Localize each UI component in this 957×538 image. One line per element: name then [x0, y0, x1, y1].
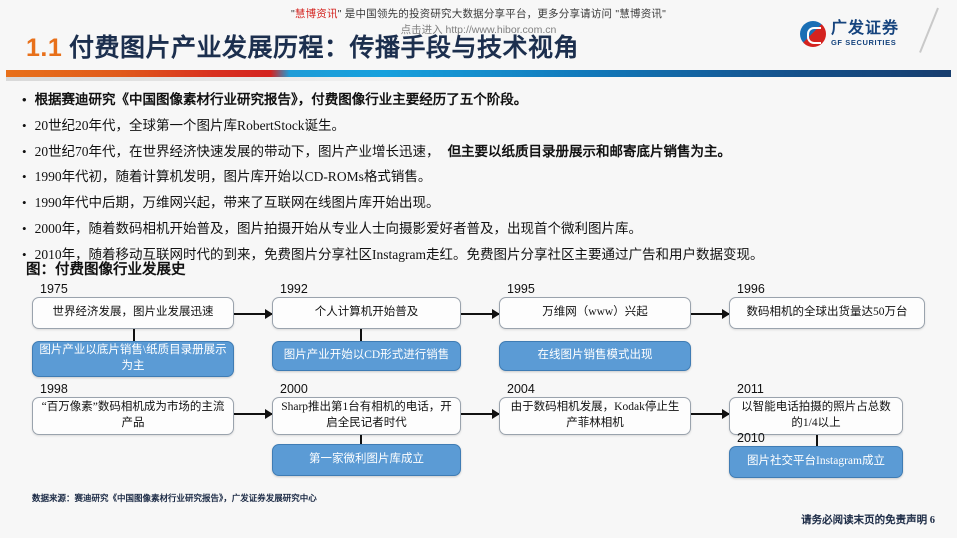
- connector-1975-down: [133, 325, 135, 341]
- gf-logo-mark-icon: [799, 21, 826, 47]
- bullet-text: 20世纪70年代，在世界经济快速发展的带动下，图片产业增长迅速，: [34, 143, 440, 159]
- bullet-item: • 2000年，随着数码相机开始普及，图片拍摄开始从专业人士向摄影爱好者普及，出现…: [22, 219, 947, 239]
- bullet-text: 20世纪20年代，全球第一个图片库RobertStock诞生。: [34, 117, 346, 133]
- timeline-node: 万维网（www）兴起: [499, 297, 691, 329]
- timeline-node: Sharp推出第1台有相机的电话，开启全民记者时代: [272, 397, 461, 435]
- bullet-dot-icon: •: [22, 169, 27, 185]
- page-title-number: 1.1: [26, 34, 63, 62]
- bullet-item: • 20世纪70年代，在世界经济快速发展的带动下，图片产业增长迅速， 但主要以纸质目…: [22, 142, 947, 162]
- arrow-1998-to-2000: [234, 409, 273, 419]
- bullet-text: 根据赛迪研究《中国图像素材行业研究报告》，付费图像行业主要经历了五个阶段。: [34, 92, 528, 107]
- arrow-1975-to-1992: [234, 309, 273, 319]
- bullet-item: • 2010年，随着移动互联网时代的到来，免费图片分享社区Instagram走红。…: [22, 245, 947, 265]
- timeline-node: 数码相机的全球出货量达50万台: [729, 297, 925, 329]
- watermark-tail: " 是中国领先的投资研究大数据分享平台，更多分享请访问 "慧博资讯": [337, 8, 667, 20]
- bullet-dot-icon: •: [22, 220, 27, 236]
- bullet-text: 2010年，随着移动互联网时代的到来，免费图片分享社区Instagram走红。免…: [34, 246, 764, 262]
- timeline-node: “百万像素”数码相机成为市场的主流产品: [32, 397, 234, 435]
- timeline-node: 世界经济发展，图片业发展迅速: [32, 297, 234, 329]
- bullet-text-emphasis: 但主要以纸质目录册展示和邮寄底片销售为主。: [447, 143, 732, 159]
- page-title-text: 付费图片产业发展历程：传播手段与技术视角: [69, 35, 580, 62]
- watermark-quote-open: ": [290, 8, 295, 20]
- timeline-node: 图片产业以底片销售\纸质目录册展示为主: [32, 341, 234, 377]
- bullet-dot-icon: •: [22, 246, 27, 262]
- page-title: 1.1 付费图片产业发展历程：传播手段与技术视角: [26, 28, 579, 64]
- watermark-line-1: "慧博资讯" 是中国领先的投资研究大数据分享平台，更多分享请访问 "慧博资讯": [0, 6, 957, 21]
- bullet-text: 1990年代中后期，万维网兴起，带来了互联网在线图片库开始出现。: [34, 195, 440, 210]
- timeline-year-label: 1995: [507, 282, 535, 296]
- header-divider-bar: [6, 70, 951, 77]
- arrow-1992-to-1995: [461, 309, 500, 319]
- header-divider-shadow: [6, 77, 476, 81]
- bullet-dot-icon: •: [22, 117, 27, 133]
- watermark-brand: 慧博资讯: [294, 8, 338, 20]
- brand-logo: 广发证券 GF SECURITIES: [799, 18, 899, 50]
- page-number: 6: [929, 515, 935, 526]
- timeline-year-label: 1992: [280, 282, 308, 296]
- bullet-item: • 1990年代初，随着计算机发明，图片库开始以CD-ROMs格式销售。: [22, 167, 947, 187]
- bullet-dot-icon: •: [22, 143, 27, 159]
- connector-2000-down: [360, 428, 362, 444]
- timeline-year-label: 2011: [737, 382, 764, 396]
- watermark-line-2[interactable]: 点击进入 http://www.hibor.com.cn: [400, 24, 557, 36]
- timeline-year-label: 2004: [507, 382, 535, 396]
- arrow-2004-to-2011: [691, 409, 730, 419]
- bullet-item: • 20世纪20年代，全球第一个图片库RobertStock诞生。: [22, 116, 947, 136]
- brand-name-cn: 广发证券: [830, 20, 899, 38]
- bullet-text: 1990年代初，随着计算机发明，图片库开始以CD-ROMs格式销售。: [34, 169, 432, 185]
- timeline-node: 由于数码相机发展，Kodak停止生产菲林相机: [499, 397, 691, 435]
- timeline-year-label: 1975: [40, 282, 68, 296]
- timeline-year-label: 2000: [280, 382, 308, 396]
- footer-disclaimer: 请务必阅读末页的免责声明 6: [801, 512, 935, 527]
- brand-logo-text: 广发证券 GF SECURITIES: [831, 21, 899, 47]
- figure-title: 图：付费图像行业发展史: [26, 262, 186, 278]
- timeline-node: 图片社交平台Instagram成立: [729, 446, 903, 478]
- timeline-node: 图片产业开始以CD形式进行销售: [272, 341, 461, 371]
- connector-1992-down: [360, 325, 362, 341]
- timeline-node: 个人计算机开始普及: [272, 297, 461, 329]
- footer-disclaimer-text: 请务必阅读末页的免责声明: [801, 515, 928, 526]
- timeline-node: 以智能电话拍摄的照片占总数的1/4以上: [729, 397, 903, 435]
- timeline-node: 在线图片销售模式出现: [499, 341, 691, 371]
- connector-2011-down: [816, 428, 818, 446]
- bullet-text: 2000年，随着数码相机开始普及，图片拍摄开始从专业人士向摄影爱好者普及，出现首…: [34, 220, 643, 236]
- bullet-list: • 根据赛迪研究《中国图像素材行业研究报告》，付费图像行业主要经历了五个阶段。 • 2…: [22, 90, 947, 270]
- timeline-year-label: 2010: [737, 431, 765, 445]
- brand-name-en: GF SECURITIES: [830, 38, 897, 48]
- bullet-item: • 1990年代中后期，万维网兴起，带来了互联网在线图片库开始出现。: [22, 193, 947, 213]
- bullet-item: • 根据赛迪研究《中国图像素材行业研究报告》，付费图像行业主要经历了五个阶段。: [22, 90, 947, 110]
- timeline-year-label: 1998: [40, 382, 68, 396]
- bullet-dot-icon: •: [22, 92, 27, 107]
- source-note: 数据来源：赛迪研究《中国图像素材行业研究报告》，广发证券发展研究中心: [32, 493, 317, 503]
- arrow-1995-to-1996: [691, 309, 730, 319]
- timeline-year-label: 1996: [737, 282, 765, 296]
- timeline-node: 第一家微利图片库成立: [272, 444, 461, 476]
- bullet-dot-icon: •: [22, 195, 27, 210]
- arrow-2000-to-2004: [461, 409, 500, 419]
